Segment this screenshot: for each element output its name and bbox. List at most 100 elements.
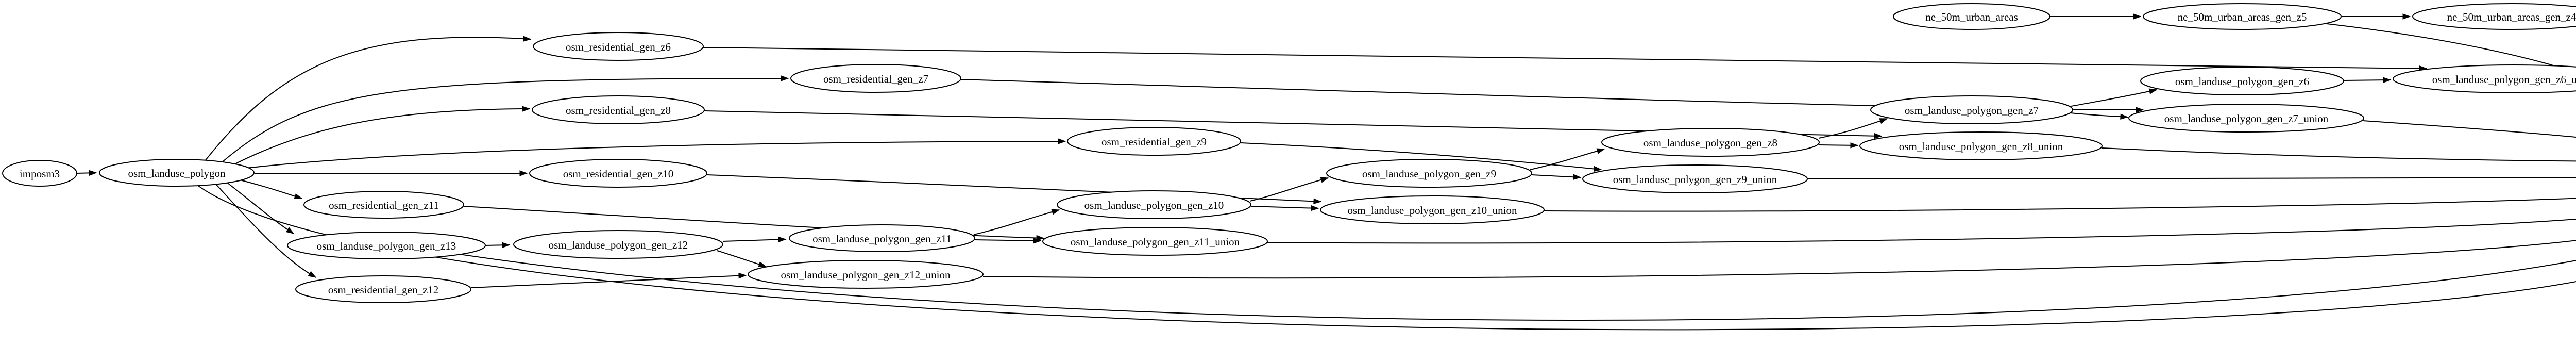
node-osm-residential-gen-z10-shape xyxy=(529,159,707,188)
node-osm-residential-gen-z12-shape xyxy=(295,275,471,303)
edge-osm_landuse_polygon_gen_z11-to-osm_landuse_polygon_gen_z11_union xyxy=(974,239,1041,241)
edge-osm_landuse_polygon_gen_z9-to-osm_landuse_polygon_gen_z8 xyxy=(1530,149,1605,170)
edge-osm_landuse_polygon_gen_z9_union-to-row_z9 xyxy=(1807,177,2576,179)
edge-osm_landuse_polygon_gen_z9-to-osm_landuse_polygon_gen_z9_union xyxy=(1531,174,1581,178)
node-osm-landuse-polygon-gen-z9-union-shape xyxy=(1582,164,1808,193)
node-osm-landuse-polygon-gen-z6-union-shape xyxy=(2393,64,2576,93)
arrowhead-icon xyxy=(308,271,317,278)
arrowhead-icon xyxy=(758,261,767,267)
node-osm-landuse-polygon-gen-z11: osm_landuse_polygon_gen_z11 xyxy=(789,224,975,252)
node-osm-landuse-polygon-gen-z8-label: osm_landuse_polygon_gen_z8 xyxy=(1643,137,1777,149)
arrowhead-icon xyxy=(778,236,787,243)
node-osm-landuse-polygon-gen-z8-shape xyxy=(1601,128,1820,157)
node-ne-50m-urban-areas-gen-z4-label: ne_50m_urban_areas_gen_z4 xyxy=(2447,11,2576,23)
node-imposm3-label: imposm3 xyxy=(20,168,60,180)
node-osm-residential-gen-z9: osm_residential_gen_z9 xyxy=(1067,127,1241,156)
arrowhead-icon xyxy=(2133,13,2142,20)
node-ne-50m-urban-areas-gen-z5: ne_50m_urban_areas_gen_z5 xyxy=(2143,3,2342,30)
arrowhead-icon xyxy=(502,242,511,249)
node-ne-50m-urban-areas-gen-z4-shape xyxy=(2412,3,2576,30)
arrowhead-icon xyxy=(2120,113,2129,120)
edge-osm_landuse_polygon_gen_z10-to-osm_landuse_polygon_gen_z9 xyxy=(1249,177,1329,202)
arrowhead-icon xyxy=(781,75,789,81)
arrowhead-icon xyxy=(1313,198,1322,204)
node-osm-landuse-polygon-gen-z7-label: osm_landuse_polygon_gen_z7 xyxy=(1905,104,2039,117)
arrowhead-icon xyxy=(2148,88,2158,94)
arrowhead-icon xyxy=(1051,209,1060,215)
node-osm-residential-gen-z7-label: osm_residential_gen_z7 xyxy=(823,73,928,85)
node-osm-residential-gen-z10: osm_residential_gen_z10 xyxy=(529,159,707,188)
node-osm-landuse-polygon-gen-z7-union-label: osm_landuse_polygon_gen_z7_union xyxy=(2164,112,2329,125)
edge-osm_landuse_polygon_gen_z11_union-to-row_z11 xyxy=(1267,218,2576,244)
node-osm-landuse-polygon-gen-z10: osm_landuse_polygon_gen_z10 xyxy=(1057,190,1251,219)
arrowhead-icon xyxy=(285,227,295,234)
node-ne-50m-urban-areas-gen-z4: ne_50m_urban_areas_gen_z4 xyxy=(2412,3,2576,30)
node-osm-residential-gen-z7-shape xyxy=(790,64,961,93)
node-osm-landuse-polygon-gen-z11-union-shape xyxy=(1042,227,1268,256)
arrowhead-icon xyxy=(1573,174,1582,180)
arrowhead-icon xyxy=(294,193,303,199)
arrowhead-icon xyxy=(1879,118,1888,124)
node-osm-residential-gen-z8-label: osm_residential_gen_z8 xyxy=(566,104,671,117)
node-osm-landuse-polygon-gen-z12-union-label: osm_landuse_polygon_gen_z12_union xyxy=(781,269,951,281)
arrowhead-icon xyxy=(1033,238,1042,244)
edge-osm_landuse_polygon-to-osm_residential_gen_z12 xyxy=(215,183,316,278)
node-osm-landuse-polygon-gen-z7-union: osm_landuse_polygon_gen_z7_union xyxy=(2128,104,2364,133)
node-osm-residential-gen-z8-shape xyxy=(532,95,705,124)
node-osm-residential-gen-z8: osm_residential_gen_z8 xyxy=(532,95,705,124)
node-osm-residential-gen-z12: osm_residential_gen_z12 xyxy=(295,275,471,303)
edge-ne_50m_urban_areas_gen_z5-to-row_z5 xyxy=(2326,23,2576,73)
node-osm-landuse-polygon-gen-z9-shape xyxy=(1326,159,1532,188)
edge-osm_landuse_polygon-to-osm_residential_gen_z9 xyxy=(246,141,1066,169)
node-ne-50m-urban-areas-shape xyxy=(1893,3,2050,30)
node-osm-landuse-polygon-gen-z6: osm_landuse_polygon_gen_z6 xyxy=(2140,67,2344,95)
node-osm-landuse-polygon-gen-z10-union-shape xyxy=(1320,195,1545,224)
edge-osm_landuse_polygon_gen_z10-to-osm_landuse_polygon_gen_z10_union xyxy=(1250,206,1319,209)
arrowhead-icon xyxy=(2136,107,2144,113)
node-osm-landuse-polygon-gen-z8-union: osm_landuse_polygon_gen_z8_union xyxy=(1859,131,2103,160)
edge-osm_landuse_polygon_gen_z8_union-to-row_z8 xyxy=(2102,147,2576,162)
node-osm-residential-gen-z6: osm_residential_gen_z6 xyxy=(533,32,704,61)
edge-osm_residential_gen_z10-to-osm_landuse_polygon_gen_z10_union xyxy=(706,174,1321,202)
node-osm-landuse-polygon-gen-z9-union-label: osm_landuse_polygon_gen_z9_union xyxy=(1613,173,1777,186)
node-osm-residential-gen-z9-label: osm_residential_gen_z9 xyxy=(1101,136,1207,148)
edge-osm_landuse_polygon-to-osm_residential_gen_z11 xyxy=(240,179,302,199)
arrowhead-icon xyxy=(1311,205,1319,211)
edge-osm_landuse_polygon_gen_z12-to-osm_landuse_polygon_gen_z12_union xyxy=(717,250,767,267)
node-osm-landuse-polygon-gen-z13: osm_landuse_polygon_gen_z13 xyxy=(287,232,486,259)
node-osm-landuse-polygon-gen-z9-union: osm_landuse_polygon_gen_z9_union xyxy=(1582,164,1808,193)
arrowhead-icon xyxy=(1874,133,1883,139)
node-osm-landuse-polygon-gen-z8-union-label: osm_landuse_polygon_gen_z8_union xyxy=(1899,140,2063,153)
edge-osm_landuse_polygon_gen_z13-to-row_z13 xyxy=(452,253,2576,321)
node-ne-50m-urban-areas-label: ne_50m_urban_areas xyxy=(1925,11,2018,23)
arrowhead-icon xyxy=(89,170,97,176)
edge-osm_residential_gen_z9-to-osm_landuse_polygon_gen_z9_union xyxy=(1240,142,1602,170)
node-osm-landuse-polygon-gen-z12: osm_landuse_polygon_gen_z12 xyxy=(513,230,723,259)
node-osm-landuse-polygon-gen-z12-union: osm_landuse_polygon_gen_z12_union xyxy=(748,260,984,289)
node-osm-landuse-polygon-gen-z6-union-label: osm_landuse_polygon_gen_z6_union xyxy=(2432,73,2576,86)
arrowhead-icon xyxy=(522,106,531,112)
node-osm-landuse-polygon-gen-z7-shape xyxy=(1870,95,2073,124)
edge-osm_landuse_polygon_gen_z12_union-to-row_z12 xyxy=(982,240,2576,279)
arrowhead-icon xyxy=(2402,13,2411,20)
node-osm-residential-gen-z6-label: osm_residential_gen_z6 xyxy=(566,41,671,53)
node-osm-landuse-polygon-gen-z11-shape xyxy=(789,224,975,252)
node-osm-landuse-polygon-gen-z8-union-shape xyxy=(1859,131,2103,160)
node-osm-landuse-polygon-gen-z10-shape xyxy=(1057,190,1251,219)
edge-osm_landuse_polygon-to-osm_residential_gen_z6 xyxy=(204,37,531,162)
edge-osm_landuse_polygon_gen_z10_union-to-row_z10 xyxy=(1544,198,2576,212)
arrowhead-icon xyxy=(523,36,532,42)
edge-osm_landuse_polygon_gen_z11-to-osm_landuse_polygon_gen_z10 xyxy=(973,209,1060,235)
node-osm-landuse-polygon-gen-z10-label: osm_landuse_polygon_gen_z10 xyxy=(1084,199,1224,211)
node-osm-residential-gen-z12-label: osm_residential_gen_z12 xyxy=(328,284,439,296)
node-osm-landuse-polygon-gen-z11-label: osm_landuse_polygon_gen_z11 xyxy=(812,233,952,245)
node-ne-50m-urban-areas: ne_50m_urban_areas xyxy=(1893,3,2050,30)
edge-osm_landuse_polygon-to-osm_landuse_polygon_gen_z13 xyxy=(225,181,294,234)
node-osm-landuse-polygon-gen-z9-label: osm_landuse_polygon_gen_z9 xyxy=(1362,168,1496,180)
node-osm-landuse-polygon-gen-z9: osm_landuse_polygon_gen_z9 xyxy=(1326,159,1532,188)
node-osm-residential-gen-z9-shape xyxy=(1067,127,1241,156)
edge-osm_residential_gen_z6-to-osm_landuse_polygon_gen_z6_union xyxy=(703,47,2427,69)
node-osm-residential-gen-z11-shape xyxy=(303,191,464,219)
